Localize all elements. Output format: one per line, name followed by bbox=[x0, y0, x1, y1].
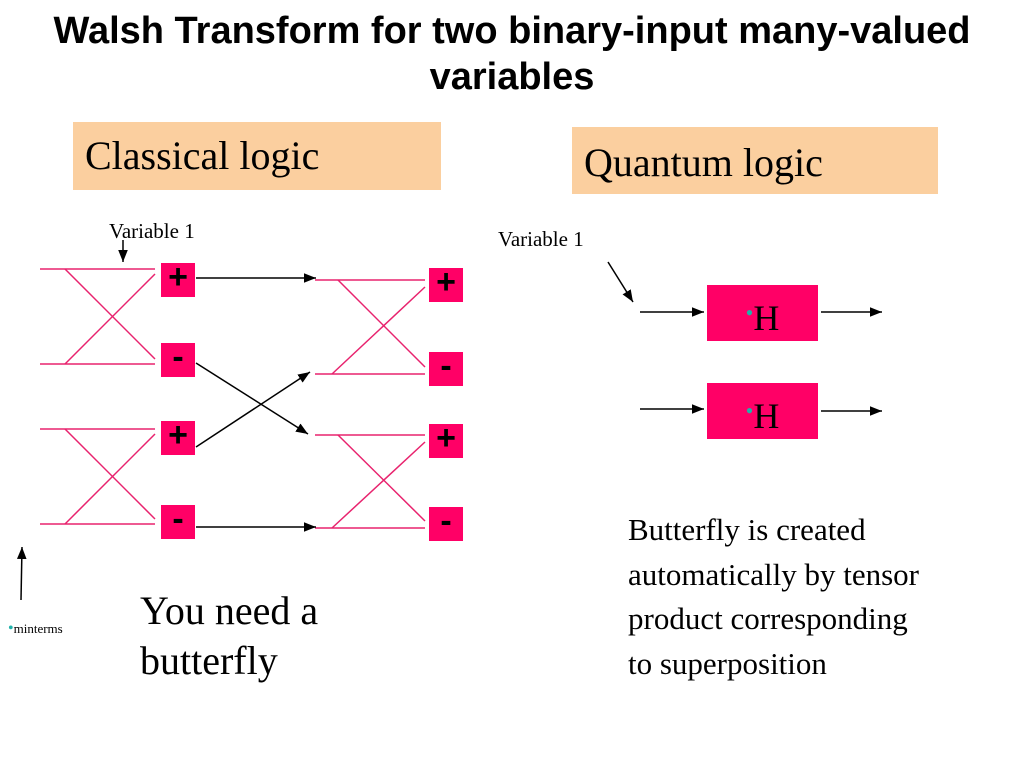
bullet-icon: • bbox=[745, 300, 754, 325]
quantum-description: Butterfly is created automatically by te… bbox=[628, 512, 919, 681]
minterms-text: minterms bbox=[13, 621, 63, 636]
stage2-butterfly bbox=[315, 279, 426, 529]
stage1-minus-gate-1: - bbox=[161, 340, 195, 377]
bullet-icon: • bbox=[745, 398, 754, 423]
hadamard-gate-1: •H bbox=[707, 285, 818, 341]
minterms-label: •minterms bbox=[8, 620, 63, 638]
stage2-minus-gate-1: - bbox=[429, 349, 463, 386]
stage-connections bbox=[16, 240, 316, 601]
hadamard-gate-2: •H bbox=[707, 383, 818, 439]
stage1-plus-gate-2: + bbox=[161, 418, 195, 455]
quantum-logic-heading: Quantum logic bbox=[572, 127, 938, 194]
classical-logic-heading: Classical logic bbox=[73, 122, 441, 190]
stage1-butterfly bbox=[40, 268, 156, 525]
hadamard-gate-2-label: H bbox=[753, 396, 780, 436]
quantum-variable-label: Variable 1 bbox=[498, 227, 584, 251]
stage2-minus-gate-2: - bbox=[429, 504, 463, 541]
stage2-plus-gate-1: + bbox=[429, 265, 463, 302]
stage1-minus-gate-2: - bbox=[161, 502, 195, 539]
bullet-icon: • bbox=[8, 620, 14, 637]
classical-variable-label: Variable 1 bbox=[109, 219, 195, 243]
stage2-plus-gate-2: + bbox=[429, 421, 463, 458]
slide-title: Walsh Transform for two binary-input man… bbox=[53, 10, 971, 98]
hadamard-gate-1-label: H bbox=[753, 298, 780, 338]
quantum-wires bbox=[607, 261, 882, 416]
stage1-plus-gate-1: + bbox=[161, 260, 195, 297]
butterfly-caption: You need a butterfly bbox=[140, 588, 319, 683]
